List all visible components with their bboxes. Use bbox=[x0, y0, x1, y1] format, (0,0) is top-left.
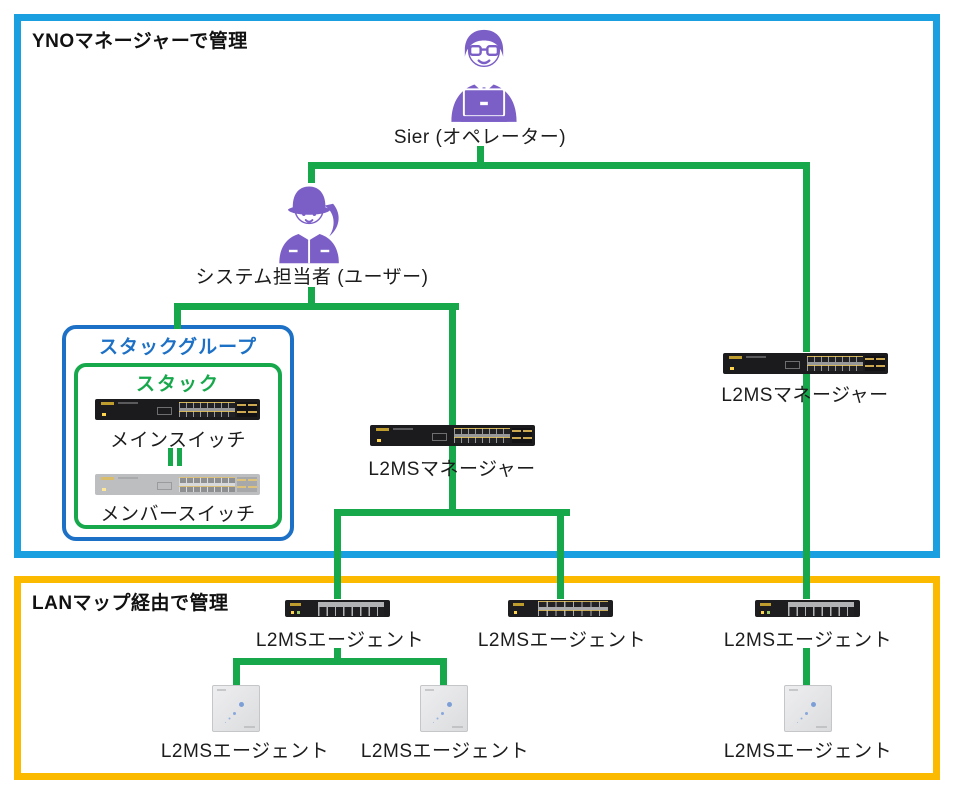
status-led bbox=[514, 611, 517, 614]
brand-logo bbox=[513, 603, 524, 606]
stack-box bbox=[74, 363, 282, 529]
console-port bbox=[157, 482, 172, 490]
yno-box-title: YNOマネージャーで管理 bbox=[32, 31, 248, 52]
connector-agent-left-drop bbox=[334, 648, 341, 665]
lan-box-title: LANマップ経由で管理 bbox=[32, 593, 229, 614]
brand-logo bbox=[376, 428, 389, 431]
status-led bbox=[377, 439, 381, 442]
agent-ap-center-label: L2MSエージェント bbox=[360, 741, 530, 762]
connector-to-agent-center bbox=[557, 509, 564, 599]
port-block bbox=[788, 602, 854, 616]
status-led bbox=[102, 413, 106, 416]
connector-to-agent-right bbox=[803, 374, 810, 599]
l2ms-agent-ap-center bbox=[420, 685, 468, 732]
connector-to-ap-left bbox=[233, 658, 240, 685]
member-switch-label: メンバースイッチ bbox=[100, 504, 256, 525]
agent-ap-left-label: L2MSエージェント bbox=[160, 741, 330, 762]
l2ms-agent-ap-right bbox=[784, 685, 832, 732]
brand-logo bbox=[290, 603, 301, 606]
connector-sier-drop bbox=[477, 146, 484, 166]
connector-admin-horizontal bbox=[174, 303, 459, 310]
l2ms-agent-switch-right bbox=[755, 598, 860, 620]
agent-switch-left-label: L2MSエージェント bbox=[255, 630, 425, 651]
ap-model-mark bbox=[816, 726, 827, 728]
manager-center-label: L2MSマネージャー bbox=[368, 459, 536, 480]
port-block bbox=[538, 601, 608, 616]
status-led bbox=[730, 367, 734, 370]
model-text-mark bbox=[118, 402, 138, 404]
brand-logo bbox=[760, 603, 771, 606]
port-block bbox=[807, 356, 863, 371]
connector-manager-center-drop bbox=[449, 446, 456, 516]
port-block bbox=[179, 402, 235, 417]
sfp-block bbox=[865, 356, 885, 371]
l2ms-manager-center-switch bbox=[370, 424, 535, 448]
l2ms-manager-right-switch bbox=[723, 352, 888, 376]
console-port bbox=[785, 361, 800, 369]
brand-logo bbox=[101, 477, 114, 480]
connector-aps-horizontal bbox=[233, 658, 447, 665]
ap-model-mark bbox=[244, 726, 255, 728]
port-block bbox=[454, 428, 510, 443]
console-port bbox=[157, 407, 172, 415]
stack-member-switch bbox=[95, 473, 260, 497]
sier-label: Sier (オペレーター) bbox=[393, 127, 567, 148]
status-led bbox=[767, 611, 770, 614]
l2ms-agent-switch-left bbox=[285, 598, 390, 620]
ap-logo-mark bbox=[789, 689, 798, 691]
connector-to-ap-right bbox=[803, 648, 810, 685]
admin-label: システム担当者 (ユーザー) bbox=[195, 267, 429, 288]
l2ms-agent-switch-center bbox=[508, 598, 613, 620]
manager-right-label: L2MSマネージャー bbox=[721, 385, 889, 406]
sfp-block bbox=[237, 477, 257, 492]
stack-title: スタック bbox=[135, 374, 220, 395]
model-text-mark bbox=[746, 356, 766, 358]
ap-led-dots bbox=[447, 702, 452, 707]
agent-switch-right-label: L2MSエージェント bbox=[723, 630, 893, 651]
connector-to-manager-right bbox=[803, 162, 810, 352]
model-text-mark bbox=[393, 428, 413, 430]
status-led bbox=[291, 611, 294, 614]
field-engineer-icon bbox=[279, 186, 339, 264]
connector-to-stack-group bbox=[174, 303, 181, 329]
stack-link-bars bbox=[168, 448, 182, 466]
connector-agents-horizontal bbox=[334, 509, 570, 516]
connector-top-horizontal bbox=[308, 162, 810, 169]
connector-to-manager-center bbox=[449, 303, 456, 425]
ap-logo-mark bbox=[217, 689, 226, 691]
connector-to-ap-center bbox=[440, 658, 447, 685]
connector-admin-drop bbox=[308, 287, 315, 307]
brand-logo bbox=[729, 356, 742, 359]
main-switch-label: メインスイッチ bbox=[109, 430, 247, 451]
agent-switch-center-label: L2MSエージェント bbox=[477, 630, 647, 651]
sfp-block bbox=[237, 402, 257, 417]
status-led bbox=[102, 488, 106, 491]
connector-to-admin bbox=[308, 162, 315, 183]
port-block bbox=[179, 477, 235, 492]
stack-main-switch bbox=[95, 398, 260, 422]
console-port bbox=[432, 433, 447, 441]
status-led bbox=[297, 611, 300, 614]
brand-logo bbox=[101, 402, 114, 405]
port-block bbox=[318, 602, 384, 616]
ap-logo-mark bbox=[425, 689, 434, 691]
stack-group-title: スタックグループ bbox=[98, 337, 258, 358]
ap-led-dots bbox=[811, 702, 816, 707]
connector-to-agent-left bbox=[334, 509, 341, 599]
l2ms-agent-ap-left bbox=[212, 685, 260, 732]
agent-ap-right-label: L2MSエージェント bbox=[723, 741, 893, 762]
operator-at-laptop-icon bbox=[451, 29, 517, 122]
ap-model-mark bbox=[452, 726, 463, 728]
status-led bbox=[761, 611, 764, 614]
sfp-block bbox=[512, 428, 532, 443]
model-text-mark bbox=[118, 477, 138, 479]
ap-led-dots bbox=[239, 702, 244, 707]
